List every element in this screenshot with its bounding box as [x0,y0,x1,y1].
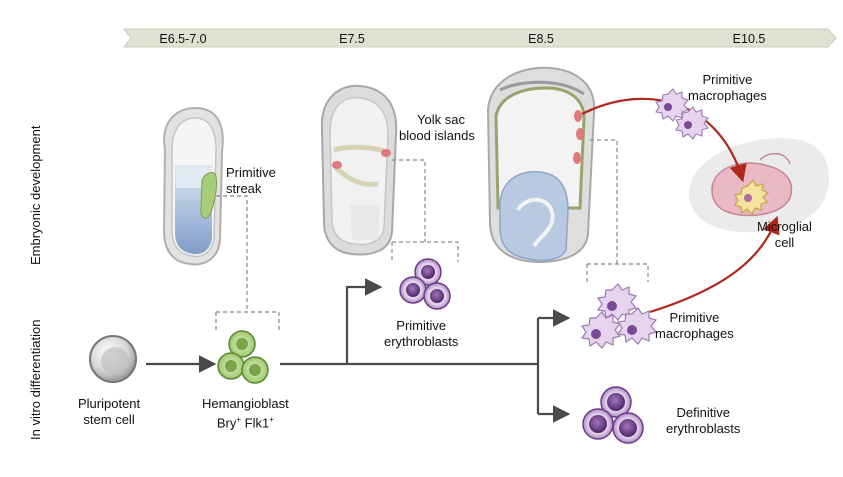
label-hemangioblast-line1: Hemangioblast [202,396,289,411]
primitive-macrophage-cells-top [655,88,709,140]
label-hemangioblast: Hemangioblast Bry+ Flk1+ [202,396,289,431]
marker-flk-sup: + [269,415,274,424]
marker-bry: Bry [216,415,237,431]
label-yolk-sac-line2: blood islands [399,128,475,143]
marker-bry-sup: + [236,415,242,424]
label-hemangioblast-markers: Bry+ Flk1+ [202,412,289,431]
label-prim-mac-top-line2: macrophages [688,88,767,103]
side-label-embryonic: Embryonic development [28,125,43,265]
primitive-erythroblast-cells [399,258,451,310]
label-prim-mac-bot-line2: macrophages [655,326,734,341]
label-microglial-line1: Microglial [757,219,812,234]
label-def-ery-line1: Definitive [676,405,730,420]
label-def-ery-line2: erythroblasts [666,421,741,436]
dashed-connectors [215,139,649,330]
embryo-e8-icon [486,66,596,264]
label-prim-mac-bot-line1: Primitive [669,310,720,325]
label-microglial-cell: Microglial cell [757,219,812,251]
label-primitive-macrophages-top: Primitive macrophages [688,72,767,104]
label-prim-ery-line1: Primitive [396,318,447,333]
gray-flow-arrows [146,278,571,423]
label-yolk-sac: Yolk sac blood islands [399,112,475,144]
pluripotent-stem-cell [89,335,137,383]
side-label-in-vitro: In vitro differentiation [28,319,43,440]
label-pluripotent-line1: Pluripotent [78,396,141,411]
stage-label-e8: E8.5 [528,32,554,46]
stage-label-e7: E7.5 [339,32,365,46]
label-primitive-macrophages-bottom: Primitive macrophages [655,310,734,342]
label-pluripotent-stem-cell: Pluripotent stem cell [78,396,140,428]
embryo-e7-icon [320,84,398,256]
stage-label-e10: E10.5 [732,32,766,46]
label-prim-ery-line2: erythroblasts [384,334,459,349]
label-primitive-erythroblasts: Primitive erythroblasts [384,318,458,350]
label-yolk-sac-line1: Yolk sac [417,112,465,127]
label-definitive-erythroblasts: Definitive erythroblasts [666,405,740,437]
hemangioblast-cells [217,330,269,384]
label-primitive-streak-line1: Primitive [226,165,276,180]
primitive-macrophage-cells-bottom [580,283,658,349]
timeline-arrow [122,28,837,48]
label-prim-mac-top-line1: Primitive [702,72,753,87]
label-pluripotent-line2: stem cell [83,412,135,427]
microglial-cell-icon [734,178,770,216]
label-microglial-line2: cell [774,235,795,250]
label-primitive-streak: Primitive streak [226,165,276,197]
definitive-erythroblast-cells [582,386,644,444]
embryo-e6-icon [162,106,224,266]
marker-flk: Flk1 [244,415,270,431]
stage-label-e6: E6.5-7.0 [159,32,207,46]
label-primitive-streak-line2: streak [226,181,262,196]
